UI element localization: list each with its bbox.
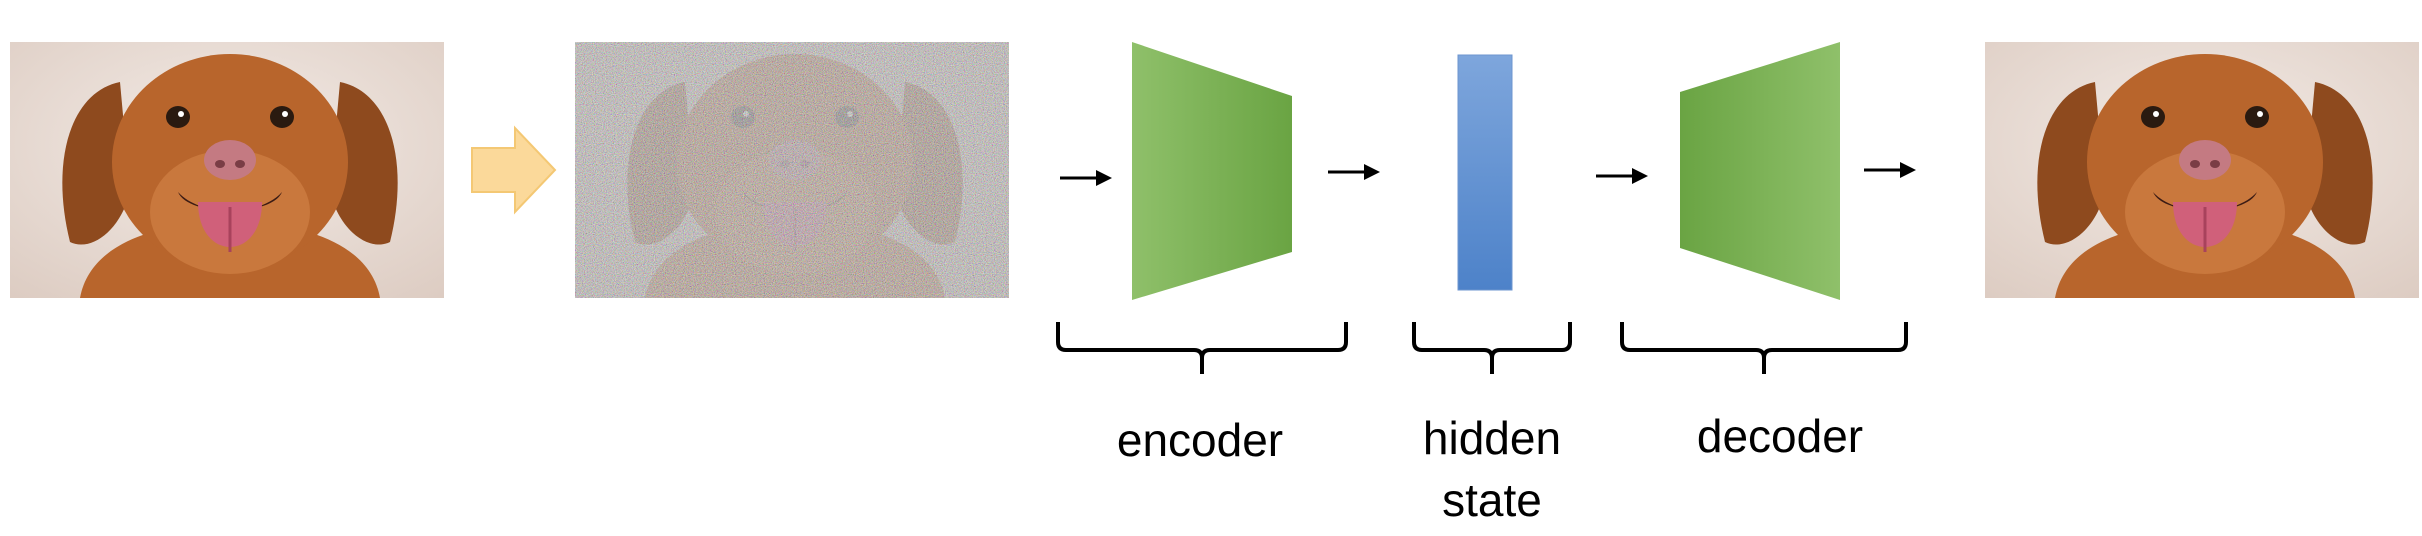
arrow-out-of-decoder	[1864, 162, 1916, 178]
arrow-encoder-to-hidden	[1328, 164, 1380, 180]
block-arrow-right-icon	[471, 125, 557, 215]
hidden-state-block	[1457, 54, 1513, 291]
encoder-label: encoder	[1116, 414, 1284, 466]
arrow-into-encoder	[1060, 170, 1112, 186]
output-dog-image	[1985, 42, 2419, 298]
decoder-brace	[1620, 322, 1908, 374]
encoder-brace	[1056, 322, 1348, 374]
hidden-state-brace	[1412, 322, 1572, 374]
input-dog-image	[10, 42, 444, 298]
hidden-state-label-line1: hidden	[1422, 412, 1562, 464]
hidden-state-label-line2: state	[1442, 474, 1542, 526]
arrow-hidden-to-decoder	[1596, 168, 1648, 184]
decoder-block	[1680, 42, 1840, 300]
noisy-dog-image	[575, 42, 1009, 298]
encoder-block	[1132, 42, 1292, 300]
decoder-label: decoder	[1696, 410, 1864, 462]
